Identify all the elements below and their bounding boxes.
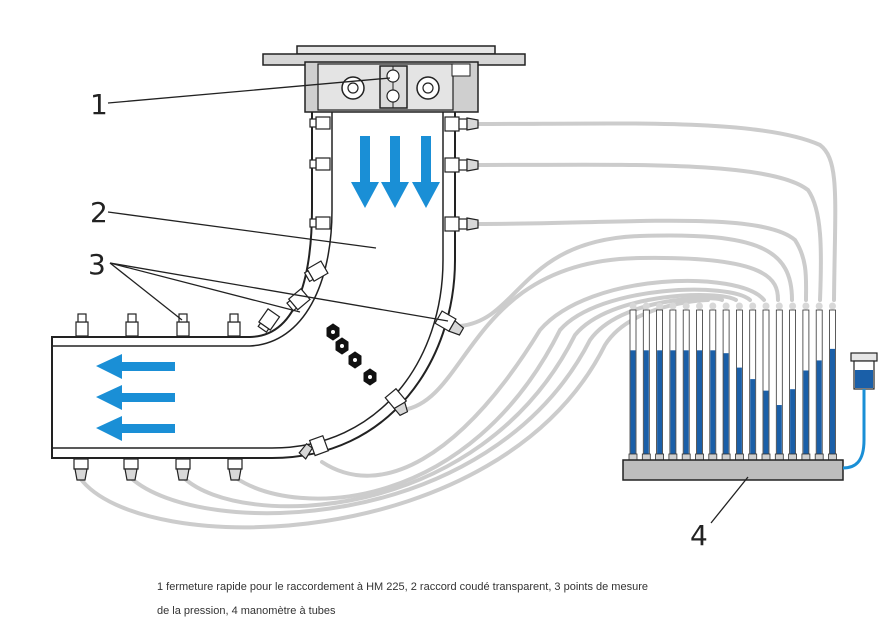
callout-1: 1 — [90, 88, 108, 121]
water-column — [816, 360, 822, 454]
manometer-tube — [801, 302, 811, 461]
water-column — [710, 350, 716, 454]
left-arrow-icon — [96, 385, 175, 410]
water-column — [763, 390, 769, 454]
callout-4: 4 — [690, 519, 708, 552]
manometer-tube — [695, 302, 704, 461]
left-arrow-icon — [96, 354, 175, 379]
down-arrow-icon — [351, 136, 379, 208]
water-column — [830, 348, 835, 454]
water-column — [630, 350, 636, 454]
manometer-tube — [721, 302, 731, 461]
manometer-tube — [788, 302, 797, 461]
callout-2: 2 — [90, 196, 108, 229]
manometer-tube — [735, 302, 744, 461]
manometer-tube — [641, 302, 651, 461]
tube-manometer — [622, 302, 878, 481]
water-column — [670, 350, 676, 454]
water-column — [723, 353, 729, 454]
flow-arrows — [96, 136, 440, 441]
manometer-tube — [668, 302, 678, 461]
manometer-tube — [828, 302, 837, 461]
water-column — [657, 350, 663, 454]
callout-3: 3 — [88, 248, 106, 281]
manometer-tube — [774, 302, 784, 461]
manometer-tube — [814, 302, 824, 461]
manometer-tube — [681, 302, 691, 461]
manometer-tube — [761, 302, 771, 461]
caption-line-2: de la pression, 4 manomètre à tubes — [157, 605, 336, 617]
manometer-tube — [748, 302, 758, 461]
manometer-tubes — [628, 302, 837, 461]
down-arrow-icon — [412, 136, 440, 208]
hex-nuts — [326, 323, 377, 386]
left-arrow-icon — [96, 416, 175, 441]
water-column — [736, 367, 742, 454]
callout-lines — [107, 77, 749, 524]
water-column — [683, 350, 689, 454]
pressure-measuring-points — [73, 116, 479, 481]
manometer-tube — [628, 302, 638, 461]
manometer-base — [622, 459, 844, 481]
manometer-tube — [708, 302, 718, 461]
water-column — [643, 350, 649, 454]
water-column — [750, 379, 756, 454]
water-column — [790, 389, 796, 454]
reservoir — [842, 352, 878, 470]
bend-test-diagram: 1 2 3 4 — [51, 45, 878, 552]
quick-release-coupling — [262, 45, 526, 113]
caption-line-1: 1 fermeture rapide pour le raccordement … — [157, 581, 648, 593]
water-column — [697, 350, 702, 454]
down-arrow-icon — [381, 136, 409, 208]
water-column — [803, 370, 809, 454]
manometer-tube — [655, 302, 664, 461]
water-column — [776, 405, 782, 454]
